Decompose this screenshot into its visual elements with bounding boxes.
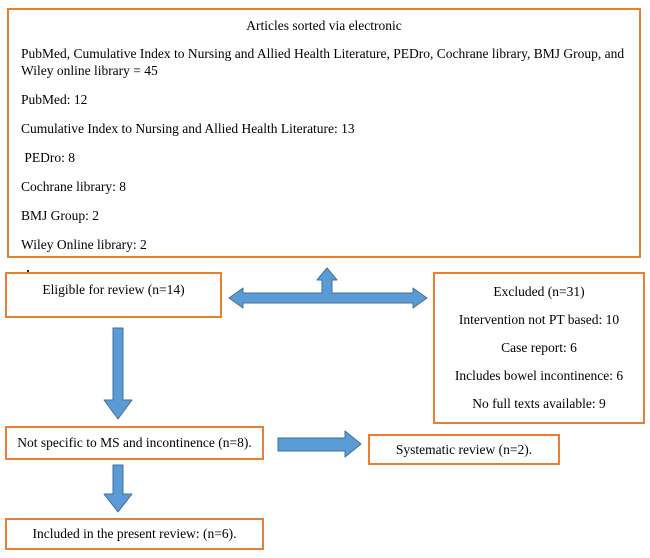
double-arrow-with-up-branch-icon (228, 267, 428, 309)
source-line-pedro: PEDro: 8 (21, 150, 75, 165)
included-label: Included in the present review: (n=6). (32, 526, 237, 541)
right-arrow-icon (277, 430, 362, 458)
articles-sorted-title: Articles sorted via electronic (246, 18, 402, 33)
not-specific-label: Not specific to MS and incontinence (n=8… (17, 435, 252, 450)
down-arrow-icon (103, 464, 133, 513)
excluded-line-bowel: Includes bowel incontinence: 6 (454, 368, 624, 383)
source-line-wiley: Wiley Online library: 2 (21, 237, 147, 252)
source-line-total: PubMed, Cumulative Index to Nursing and … (21, 46, 628, 78)
excluded-line-case-report: Case report: 6 (501, 340, 577, 355)
not-specific-box: Not specific to MS and incontinence (n=8… (5, 426, 264, 460)
source-line-bmj: BMJ Group: 2 (21, 208, 100, 223)
articles-sorted-box: Articles sorted via electronic PubMed, C… (7, 8, 641, 258)
eligible-for-review-label: Eligible for review (n=14) (42, 282, 185, 297)
excluded-title: Excluded (n=31) (493, 284, 585, 299)
source-line-cinahl: Cumulative Index to Nursing and Allied H… (21, 121, 355, 136)
source-line-cochrane: Cochrane library: 8 (21, 179, 126, 194)
excluded-box: Excluded (n=31) Intervention not PT base… (433, 272, 645, 424)
included-box: Included in the present review: (n=6). (5, 518, 264, 550)
systematic-review-label: Systematic review (n=2). (395, 441, 533, 457)
down-arrow-icon (103, 327, 133, 420)
eligible-for-review-box: Eligible for review (n=14) (5, 272, 222, 318)
excluded-line-intervention: Intervention not PT based: 10 (458, 312, 620, 327)
systematic-review-box: Systematic review (n=2). (368, 434, 560, 465)
excluded-line-no-full-texts: No full texts available: 9 (472, 396, 606, 411)
source-line-pubmed: PubMed: 12 (21, 92, 88, 107)
